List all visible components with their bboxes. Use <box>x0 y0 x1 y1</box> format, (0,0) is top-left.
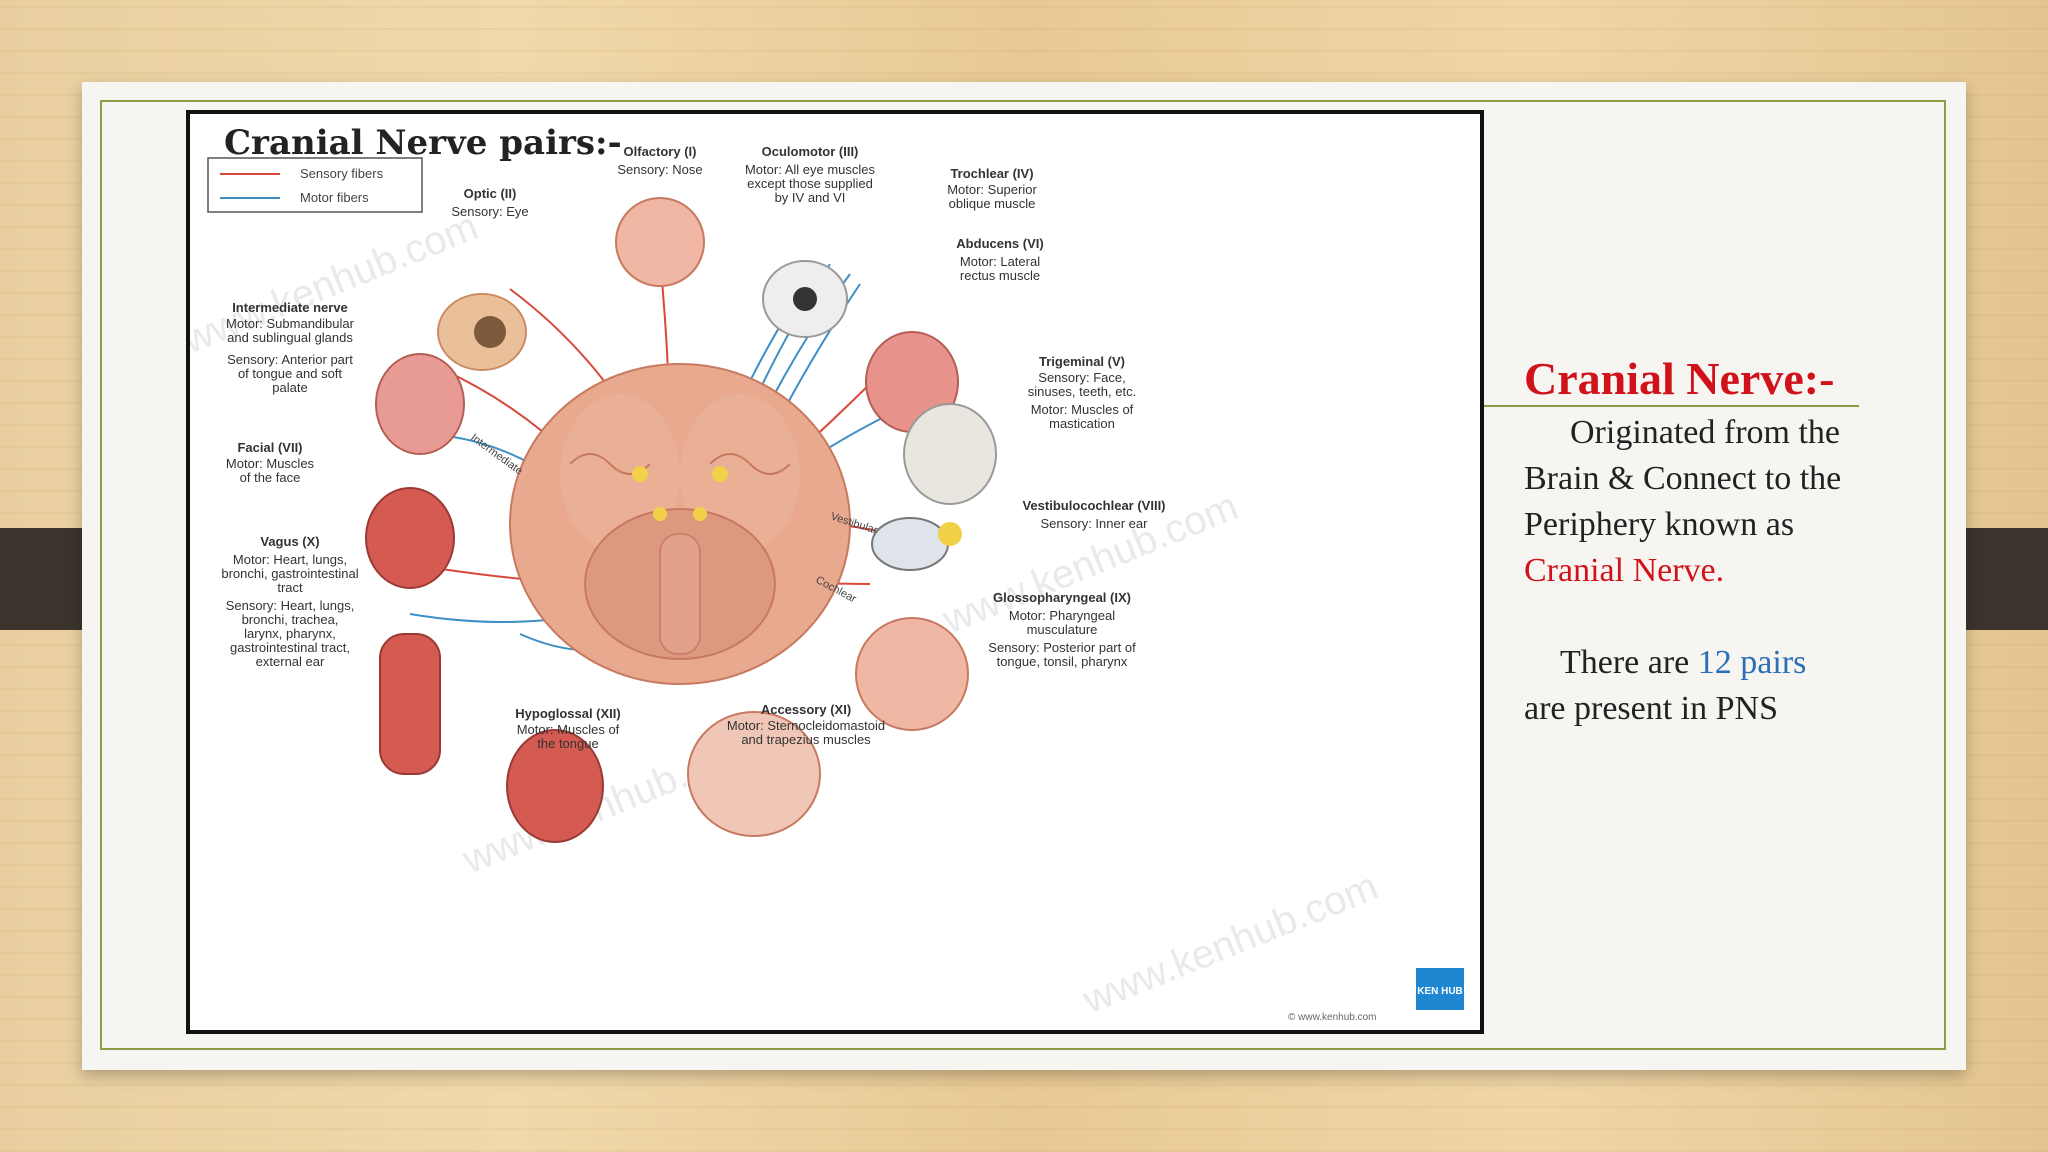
vestibulocochlear-label: Vestibulocochlear (VIII) Sensory: Inner … <box>1022 498 1165 531</box>
svg-text:Hypoglossal (XII): Hypoglossal (XII) <box>515 706 620 721</box>
svg-text:tract: tract <box>277 580 303 595</box>
svg-text:Motor: Pharyngeal: Motor: Pharyngeal <box>1009 608 1115 623</box>
accessory-illustration <box>687 711 821 837</box>
svg-text:palate: palate <box>272 380 307 395</box>
svg-text:rectus muscle: rectus muscle <box>960 268 1040 283</box>
optic-label: Optic (II) Sensory: Eye <box>451 186 528 219</box>
legend: Sensory fibers Motor fibers <box>207 157 423 213</box>
facial-illustration <box>365 487 455 589</box>
side-title-rule <box>1484 405 1859 407</box>
svg-text:and trapezius muscles: and trapezius muscles <box>741 732 871 747</box>
figure-credit: © www.kenhub.com <box>1288 1012 1377 1023</box>
svg-text:of the face: of the face <box>240 470 301 485</box>
side-text: Originated from the Brain & Connect to t… <box>1524 410 1854 732</box>
svg-text:Motor: Sternocleidomastoid: Motor: Sternocleidomastoid <box>727 718 885 733</box>
accessory-label: Accessory (XI) Motor: Sternocleidomastoi… <box>727 702 885 747</box>
svg-text:KEN HUB: KEN HUB <box>1417 986 1463 997</box>
legend-sensory-label: Sensory fibers <box>300 166 384 181</box>
skull-illustration <box>903 403 997 505</box>
cranial-nerve-figure: www.kenhub.com www.kenhub.com www.kenhub… <box>186 110 1484 1034</box>
hypoglossal-label: Hypoglossal (XII) Motor: Muscles of the … <box>515 706 620 751</box>
svg-text:Oculomotor (III): Oculomotor (III) <box>762 144 859 159</box>
svg-text:www.kenhub.com: www.kenhub.com <box>1076 864 1384 1023</box>
olfactory-label: Olfactory (I) Sensory: Nose <box>617 144 702 177</box>
svg-text:bronchi, gastrointestinal: bronchi, gastrointestinal <box>221 566 358 581</box>
svg-text:Sensory: Heart, lungs,: Sensory: Heart, lungs, <box>226 598 355 613</box>
trochlear-label: Trochlear (IV) Motor: Superior oblique m… <box>947 166 1037 211</box>
intermediate-branch-label: Intermediate <box>468 432 525 478</box>
svg-text:Sensory: Posterior part of: Sensory: Posterior part of <box>988 640 1136 655</box>
intermediate-face-illustration <box>375 353 465 455</box>
svg-text:Motor: Submandibular: Motor: Submandibular <box>226 316 355 331</box>
svg-text:Motor: Muscles: Motor: Muscles <box>226 456 315 471</box>
svg-text:Trochlear (IV): Trochlear (IV) <box>950 166 1033 181</box>
svg-text:bronchi, trachea,: bronchi, trachea, <box>242 612 339 627</box>
svg-text:Sensory: Eye: Sensory: Eye <box>451 204 528 219</box>
svg-text:the tongue: the tongue <box>537 736 598 751</box>
oculomotor-label: Oculomotor (III) Motor: All eye muscles … <box>745 144 876 205</box>
svg-text:Motor: Heart, lungs,: Motor: Heart, lungs, <box>233 552 347 567</box>
svg-text:Motor: Lateral: Motor: Lateral <box>960 254 1040 269</box>
svg-text:Sensory: Anterior part: Sensory: Anterior part <box>227 352 353 367</box>
cranial-nerve-highlight: Cranial Nerve. <box>1524 552 1725 589</box>
svg-text:Vagus (X): Vagus (X) <box>260 534 319 549</box>
svg-text:sinuses, teeth, etc.: sinuses, teeth, etc. <box>1028 384 1136 399</box>
eye-illustration <box>437 293 527 371</box>
svg-text:Motor: All eye muscles: Motor: All eye muscles <box>745 162 876 177</box>
svg-text:larynx, pharynx,: larynx, pharynx, <box>244 626 336 641</box>
svg-text:Abducens (VI): Abducens (VI) <box>956 236 1043 251</box>
svg-text:Sensory: Face,: Sensory: Face, <box>1038 370 1125 385</box>
kenhub-logo: KEN HUB <box>1416 968 1464 1010</box>
olfactory-illustration <box>615 197 705 287</box>
side-title: Cranial Nerve:- <box>1524 353 1835 404</box>
svg-text:oblique muscle: oblique muscle <box>949 196 1036 211</box>
figure-title: Cranial Nerve pairs:- <box>224 123 622 163</box>
svg-text:Accessory (XI): Accessory (XI) <box>761 702 851 717</box>
vagus-illustration <box>379 633 441 775</box>
svg-text:musculature: musculature <box>1027 622 1098 637</box>
svg-text:Vestibulocochlear (VIII): Vestibulocochlear (VIII) <box>1022 498 1165 513</box>
svg-text:Facial (VII): Facial (VII) <box>237 440 302 455</box>
glossopharyngeal-label: Glossopharyngeal (IX) Motor: Pharyngeal … <box>988 590 1136 669</box>
legend-motor-label: Motor fibers <box>300 190 369 205</box>
brain-illustration <box>509 363 851 685</box>
count-text-before: There are <box>1560 644 1698 681</box>
svg-text:gastrointestinal tract,: gastrointestinal tract, <box>230 640 350 655</box>
svg-text:except those supplied: except those supplied <box>747 176 873 191</box>
svg-text:Sensory: Nose: Sensory: Nose <box>617 162 702 177</box>
trigeminal-label: Trigeminal (V) Sensory: Face, sinuses, t… <box>1028 354 1136 431</box>
facial-label: Facial (VII) Motor: Muscles of the face <box>226 440 315 485</box>
svg-text:of tongue and soft: of tongue and soft <box>238 366 342 381</box>
ear-illustration <box>871 517 962 571</box>
vagus-label: Vagus (X) Motor: Heart, lungs, bronchi, … <box>221 534 358 669</box>
slide-inner-frame <box>100 100 1946 1050</box>
svg-text:by IV and VI: by IV and VI <box>775 190 846 205</box>
svg-text:tongue, tonsil, pharynx: tongue, tonsil, pharynx <box>997 654 1128 669</box>
eyeball-illustration <box>762 260 848 338</box>
svg-text:Glossopharyngeal (IX): Glossopharyngeal (IX) <box>993 590 1131 605</box>
glossopharyngeal-illustration <box>855 617 969 731</box>
svg-text:and sublingual glands: and sublingual glands <box>227 330 353 345</box>
svg-text:Intermediate nerve: Intermediate nerve <box>232 300 348 315</box>
count-text-after: are present in PNS <box>1524 690 1779 727</box>
svg-text:Trigeminal (V): Trigeminal (V) <box>1039 354 1125 369</box>
intermediate-label: Intermediate nerve Motor: Submandibular … <box>226 300 355 395</box>
definition-text: Originated from the Brain & Connect to t… <box>1524 414 1842 543</box>
svg-text:Olfactory (I): Olfactory (I) <box>624 144 697 159</box>
definition-paragraph: Originated from the Brain & Connect to t… <box>1524 410 1854 594</box>
abducens-label: Abducens (VI) Motor: Lateral rectus musc… <box>956 236 1043 283</box>
pairs-highlight: 12 pairs <box>1697 644 1807 681</box>
svg-text:Motor: Superior: Motor: Superior <box>947 182 1037 197</box>
svg-text:Motor: Muscles of: Motor: Muscles of <box>1031 402 1134 417</box>
svg-text:external ear: external ear <box>256 654 325 669</box>
count-paragraph: There are 12 pairs are present in PNS <box>1524 640 1854 732</box>
svg-text:Optic (II): Optic (II) <box>464 186 517 201</box>
svg-text:mastication: mastication <box>1049 416 1115 431</box>
svg-text:Motor: Muscles of: Motor: Muscles of <box>517 722 620 737</box>
hypoglossal-illustration <box>506 729 604 843</box>
svg-text:Sensory: Inner ear: Sensory: Inner ear <box>1041 516 1149 531</box>
